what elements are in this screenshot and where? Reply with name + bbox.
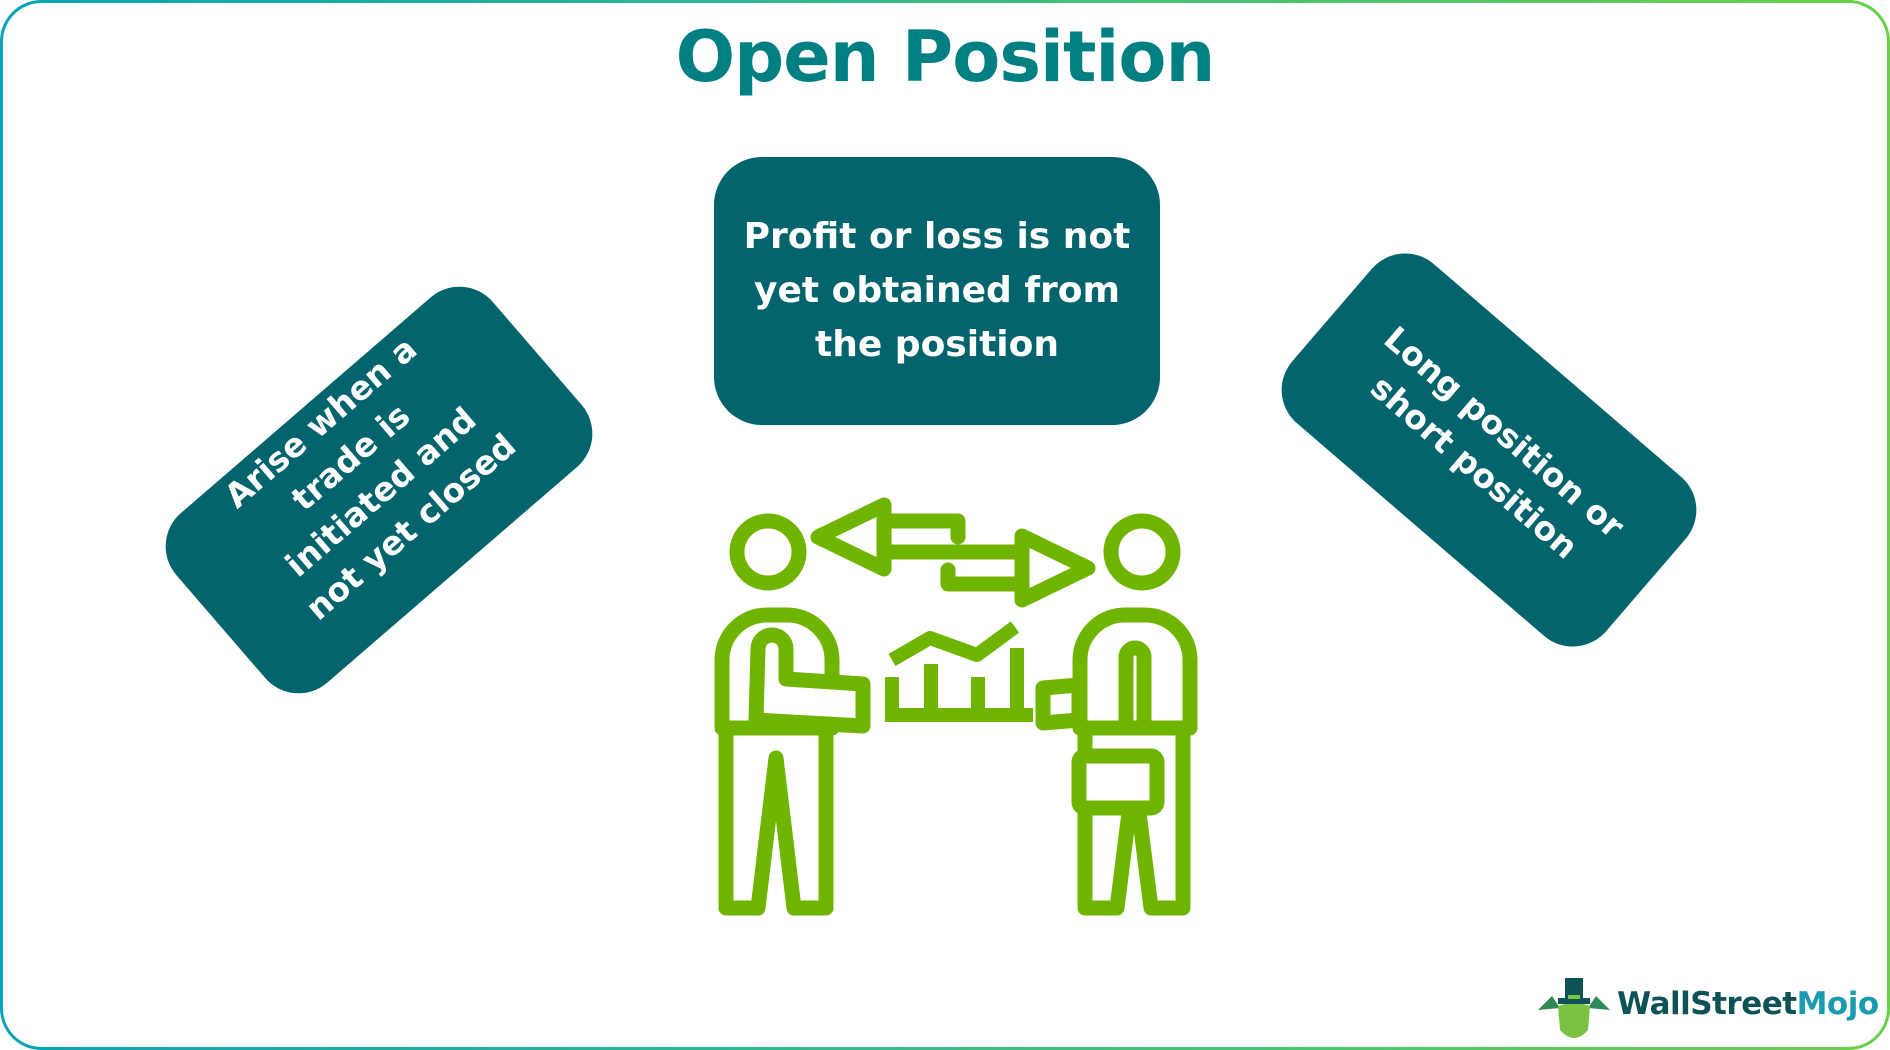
right-person-hand-icon (1035, 677, 1087, 731)
right-person-briefcase-icon (1071, 748, 1165, 816)
logo-wordmark: WallStreetMojo (1617, 984, 1879, 1024)
left-person-legs-icon (718, 720, 834, 916)
page-title: Open Position (675, 16, 1216, 98)
card-center-text: Profit or loss is not yet obtained from … (743, 216, 1131, 365)
right-person-head-icon (1103, 513, 1181, 591)
chart-bars-icon (885, 648, 1033, 722)
logo-text-mojo: Mojo (1796, 986, 1880, 1022)
arrow-right-icon (876, 528, 1096, 608)
left-person-arm-icon (748, 627, 871, 734)
left-person-body-icon (714, 607, 840, 736)
chart-line-icon (888, 621, 1020, 667)
logo-text-wallstreet: WallStreet (1617, 986, 1797, 1022)
left-person-head-icon (729, 513, 807, 591)
arrow-left-icon (810, 497, 966, 577)
bull-top-hat-logo-icon (1538, 978, 1610, 1038)
two-traders-exchange-chart-icon (714, 497, 1198, 916)
card-profit-or-loss: Profit or loss is not yet obtained from … (714, 157, 1160, 425)
right-person-body-icon (1072, 607, 1198, 736)
right-person-tie-icon (1118, 640, 1152, 736)
